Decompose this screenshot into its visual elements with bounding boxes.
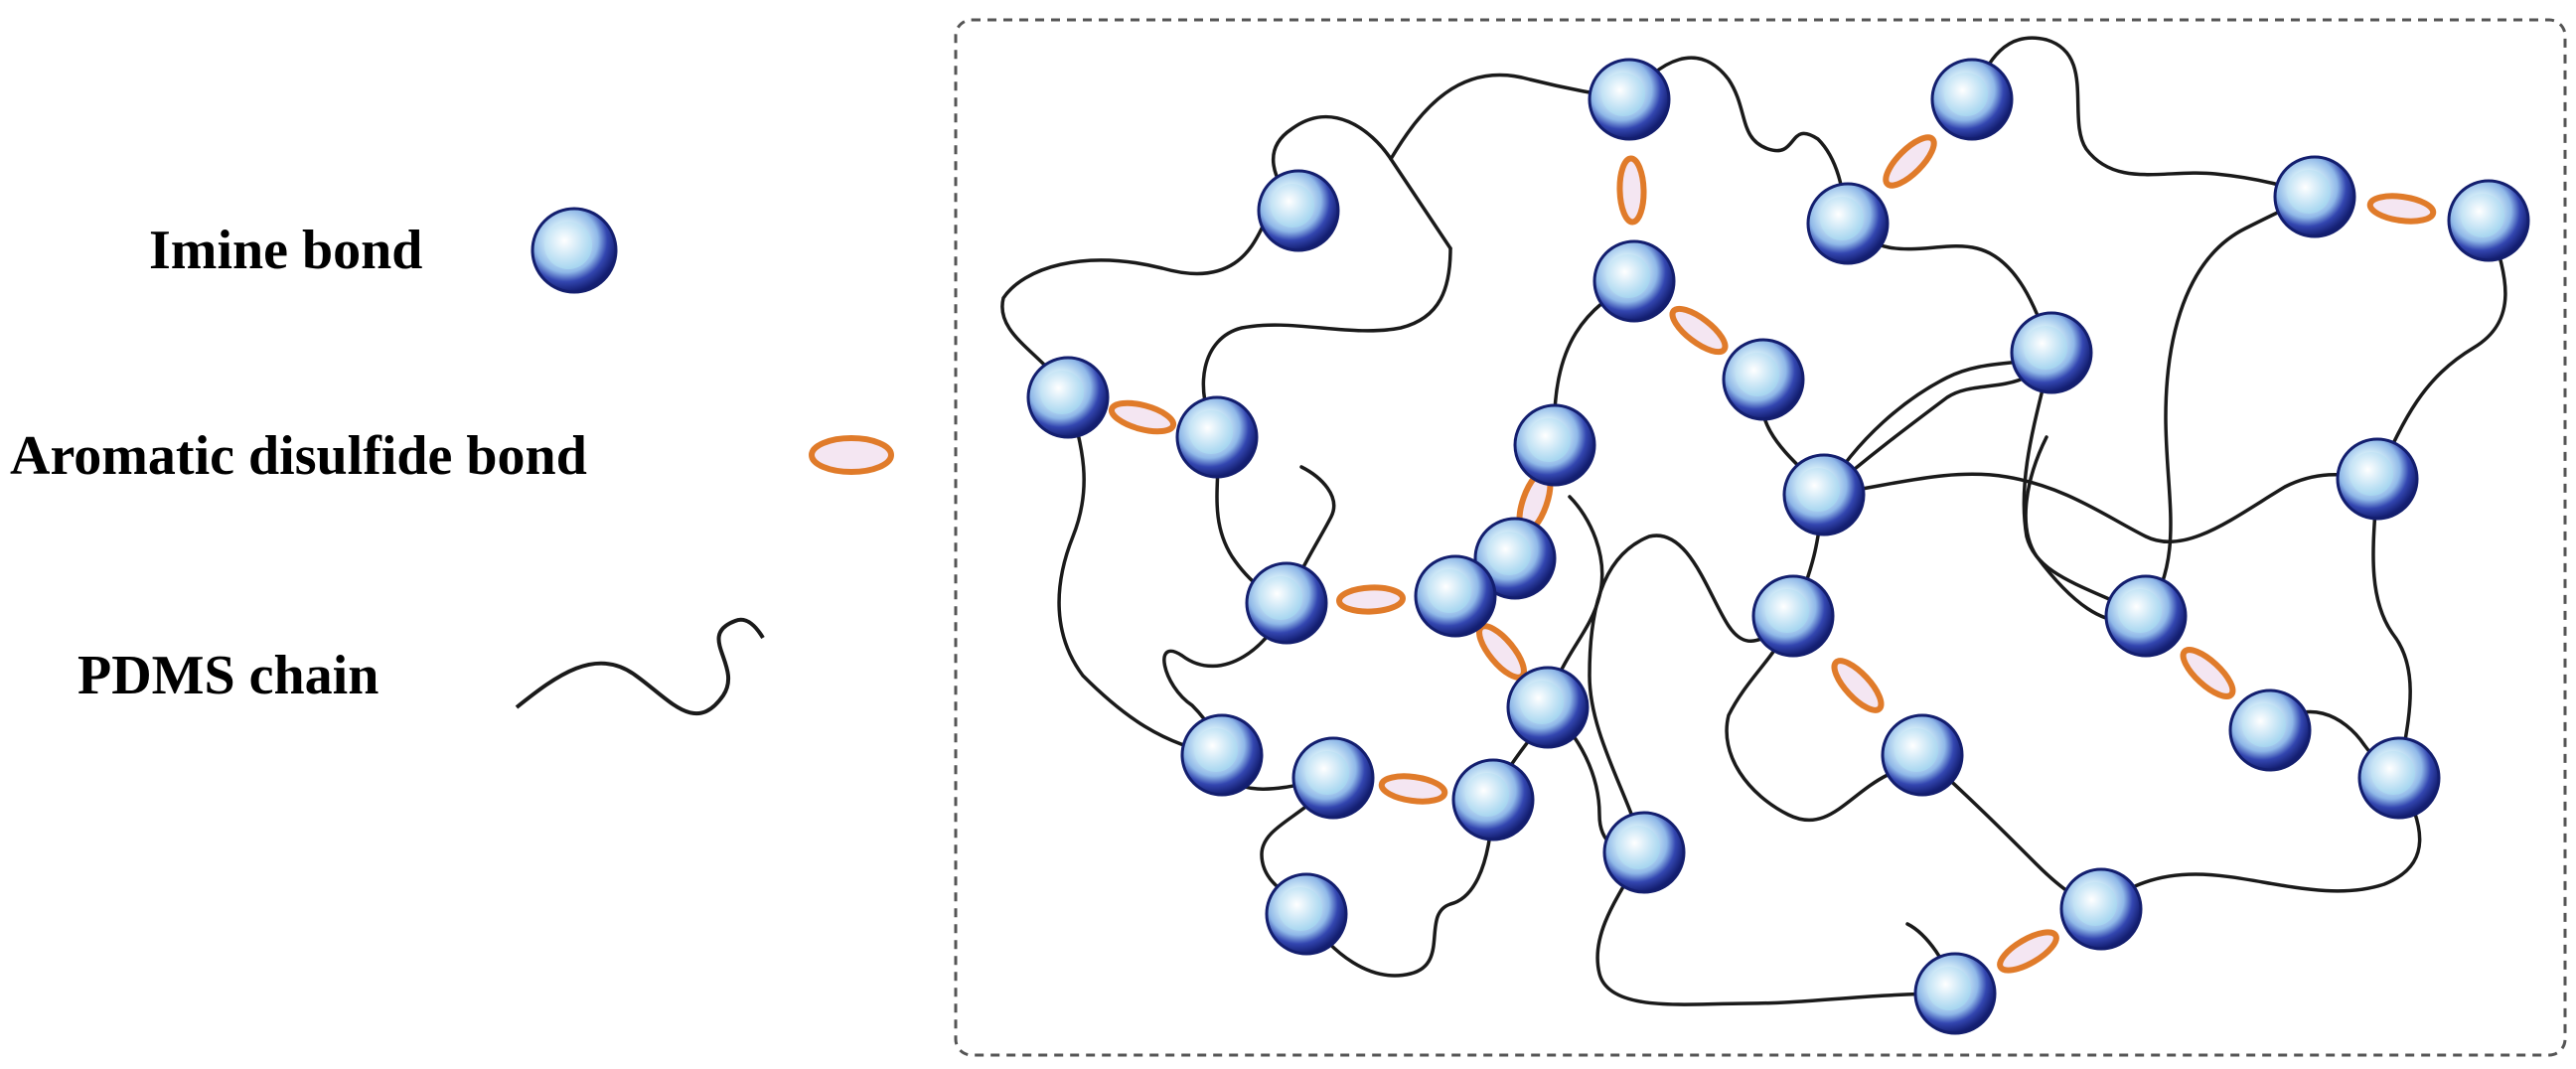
imine-node: [1722, 338, 1805, 421]
imine-node: [1414, 554, 1497, 638]
imine-node: [1782, 453, 1866, 536]
imine-node: [1506, 666, 1590, 749]
pdms-chain-segment: [1201, 246, 1452, 439]
imine-node: [1602, 811, 1686, 894]
imine-node: [2228, 688, 2312, 772]
imine-node: [2336, 437, 2419, 521]
disulfide-bond: [1336, 584, 1406, 615]
disulfide-bond: [1108, 399, 1177, 435]
legend-imine-icon: [530, 207, 618, 294]
pdms-chain-segment: [1970, 36, 2317, 199]
legend-disulfide-icon: [809, 435, 894, 475]
imine-node: [1245, 561, 1328, 645]
imine-node: [1026, 356, 1110, 439]
imine-node: [1257, 169, 1340, 252]
imine-node: [2273, 155, 2356, 238]
pdms-chain-segment: [1057, 395, 1224, 757]
pdms-chain-segment: [2099, 776, 2422, 911]
pdms-chain-segment: [1588, 534, 1795, 854]
imine-node: [1592, 239, 1676, 323]
pdms-chain-segment: [1822, 472, 2379, 543]
imine-node: [1913, 952, 1997, 1035]
imine-node: [1180, 713, 1264, 797]
imine-node: [1291, 736, 1375, 820]
imine-node: [1513, 403, 1596, 487]
pdms-chain-segment: [1304, 798, 1495, 978]
legend-disulfide-label: Aromatic disulfide bond: [10, 425, 587, 487]
disulfide-bond: [1476, 623, 1527, 681]
imine-node: [2447, 179, 2530, 262]
disulfide-bond: [1378, 773, 1448, 805]
imine-node: [1751, 574, 1835, 658]
disulfide-bond: [1831, 658, 1885, 713]
imine-node: [1451, 758, 1535, 841]
imine-nodes: [1026, 58, 2530, 1035]
pdms-chain-segment: [2144, 195, 2317, 618]
imine-node: [2010, 311, 2093, 394]
imine-node: [2059, 867, 2143, 951]
pdms-chain-segment: [1271, 115, 1452, 250]
pdms-chain-segment: [1846, 222, 2053, 355]
pdms-chain-segment: [2371, 477, 2412, 780]
legend-chain-label: PDMS chain: [77, 645, 379, 706]
pdms-chain-segment: [1595, 850, 1957, 1006]
imine-node: [1473, 517, 1557, 600]
imine-node: [1881, 713, 1964, 797]
imine-node: [2104, 574, 2188, 658]
disulfide-bond: [1616, 155, 1647, 226]
disulfide-bonds: [1108, 134, 2437, 974]
legend-chain-icon: [515, 617, 765, 716]
legend: Imine bond Aromatic disulfide bond PDMS …: [10, 207, 894, 716]
disulfide-bond: [1997, 929, 2059, 974]
imine-node: [1175, 395, 1259, 479]
disulfide-bond: [1669, 305, 1729, 356]
imine-node: [1806, 182, 1890, 265]
network-frame: [954, 18, 2567, 1057]
imine-node: [1265, 872, 1348, 956]
disulfide-bond: [1883, 134, 1937, 189]
pdms-chain-segment: [1627, 56, 1850, 226]
pdms-chain-segment: [1725, 614, 1924, 823]
legend-imine-label: Imine bond: [149, 220, 422, 281]
imine-node: [2357, 736, 2441, 820]
disulfide-bond: [2180, 647, 2236, 699]
pdms-chain-segment: [2375, 219, 2507, 481]
imine-node: [1930, 58, 2014, 141]
disulfide-bond: [2366, 193, 2437, 225]
imine-node: [1588, 58, 1671, 141]
